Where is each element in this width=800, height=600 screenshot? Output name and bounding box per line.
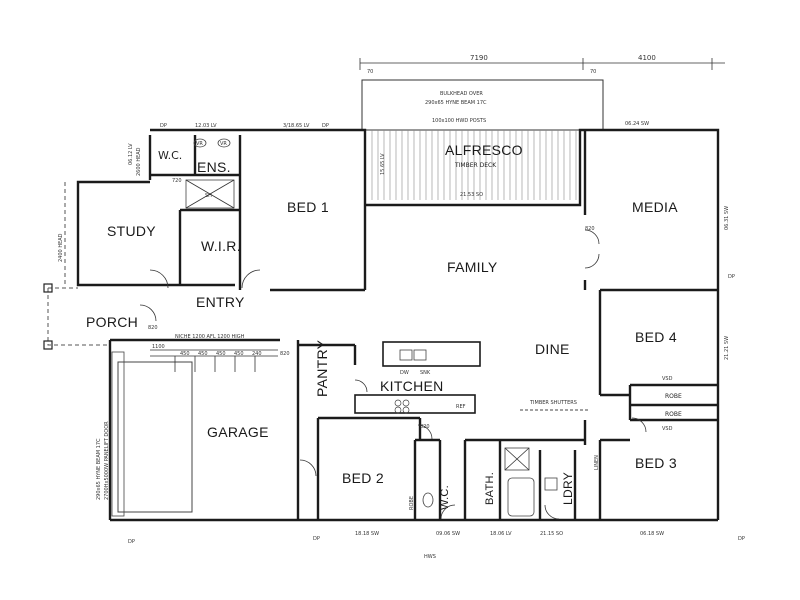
wc-head-label: 2600 HEAD xyxy=(136,147,142,176)
room-dine: DINE xyxy=(535,341,570,357)
interior-walls xyxy=(110,130,718,520)
window-dimensions: 12.03 LV 3/18.65 LV 06.24 SW 06.12 LV 15… xyxy=(128,121,730,537)
alfresco-label: ALFRESCO xyxy=(445,142,523,158)
dim-240: 240 xyxy=(252,351,262,357)
dim-820-media: 820 xyxy=(585,226,595,232)
alfresco-area: BULKHEAD OVER 290x65 HYNE BEAM 17C 100x1… xyxy=(361,79,604,200)
shower-label: SH xyxy=(205,193,212,199)
dim-1806: 18.06 LV xyxy=(490,531,512,537)
dp-6: DP xyxy=(738,536,745,542)
dishwasher-label: DW xyxy=(400,370,409,376)
room-wc-bottom: W.C. xyxy=(439,485,451,510)
dim-2115: 21.15 SO xyxy=(540,531,563,537)
dp-4: DP xyxy=(128,539,135,545)
sink-label: SNK xyxy=(420,370,431,376)
annotations: TIMBER SHUTTERS NICHE 1200 AFL 1200 HIGH… xyxy=(58,123,745,560)
dp-5: DP xyxy=(313,536,320,542)
robe-small-label: ROBE xyxy=(409,496,415,510)
niche-label: NICHE 1200 AFL 1200 HIGH xyxy=(175,334,245,340)
dim-4100: 4100 xyxy=(638,54,656,62)
dim-820-entry: 820 xyxy=(148,325,158,331)
dim-1565: 15.65 LV xyxy=(380,153,386,175)
room-bed2: BED 2 xyxy=(342,470,384,486)
room-media: MEDIA xyxy=(632,199,678,215)
dim-720: 720 xyxy=(172,178,182,184)
dim-820-hall: 820 xyxy=(420,424,430,430)
room-kitchen: KITCHEN xyxy=(380,378,444,394)
dim-0618: 06.18 SW xyxy=(640,531,664,537)
room-wc-top: W.C. xyxy=(158,149,182,162)
dim-450-a: 450 xyxy=(180,351,190,357)
timber-deck-hatching xyxy=(371,130,577,200)
room-bed4: BED 4 xyxy=(635,329,677,345)
dim-0906: 09.06 SW xyxy=(436,531,460,537)
dim-0624: 06.24 SW xyxy=(625,121,649,127)
dim-3-1865: 3/18.65 LV xyxy=(283,123,310,129)
dim-7190: 7190 xyxy=(470,54,488,62)
dim-2153: 21.53 SO xyxy=(460,192,483,198)
bulkhead-label: BULKHEAD OVER xyxy=(440,91,483,97)
dim-450-d: 450 xyxy=(234,351,244,357)
vsd-1: VSD xyxy=(662,376,673,382)
dim-70-right: 70 xyxy=(590,69,596,75)
room-porch: PORCH xyxy=(86,314,138,330)
garage-beam-label: 290x65 HYNE BEAM 17C xyxy=(96,438,102,500)
timber-shutters-label: TIMBER SHUTTERS xyxy=(529,400,577,406)
dim-1203: 12.03 LV xyxy=(195,123,217,129)
post-label: 100x100 HWD POSTS xyxy=(432,118,486,124)
door-swings xyxy=(139,229,647,520)
room-entry: ENTRY xyxy=(196,294,245,310)
timber-deck-label: TIMBER DECK xyxy=(454,162,497,169)
vanity-label-2: VR xyxy=(220,141,227,147)
room-bed3: BED 3 xyxy=(635,455,677,471)
porch-posts xyxy=(43,283,53,350)
dp-2: DP xyxy=(322,123,329,129)
room-labels: BED 1 MEDIA STUDY W.C. ENS. W.I.R. FAMIL… xyxy=(86,149,682,510)
room-wir: W.I.R. xyxy=(201,238,241,254)
room-study: STUDY xyxy=(107,223,156,239)
dp-3: DP xyxy=(728,274,735,280)
dim-1818: 18.18 SW xyxy=(355,531,379,537)
dim-0612: 06.12 LV xyxy=(128,143,134,165)
garage-car-outline xyxy=(111,349,278,517)
linen-label: LINEN xyxy=(594,455,600,470)
room-bath: BATH. xyxy=(484,472,496,505)
fridge-label: REF xyxy=(456,404,466,410)
robe-1: ROBE xyxy=(665,393,682,400)
dim-1100: 1100 xyxy=(152,344,165,350)
garage-door-label: 2700Hx5000W PANELIFT DOOR xyxy=(104,421,110,500)
room-bed1: BED 1 xyxy=(287,199,329,215)
dim-450-c: 450 xyxy=(216,351,226,357)
robe-2: ROBE xyxy=(665,411,682,418)
room-garage: GARAGE xyxy=(207,424,269,440)
room-pantry: PANTRY xyxy=(314,339,330,397)
dp-1: DP xyxy=(160,123,167,129)
fixtures: SH VR VR DW SNK REF xyxy=(185,138,590,517)
dim-820-pantry: 820 xyxy=(280,351,290,357)
top-dimension-line: 7190 4100 70 70 xyxy=(359,54,725,75)
study-head-label: 2400 HEAD xyxy=(58,233,64,262)
room-ldry: LDRY xyxy=(561,472,575,505)
vanity-label-1: VR xyxy=(196,141,203,147)
dim-2121: 21.21 SW xyxy=(724,336,730,360)
vsd-2: VSD xyxy=(662,426,673,432)
dim-450-b: 450 xyxy=(198,351,208,357)
hyne-beam-label: 290x65 HYNE BEAM 17C xyxy=(425,100,487,106)
room-family: FAMILY xyxy=(447,259,498,275)
dim-70-left: 70 xyxy=(367,69,373,75)
dim-0631: 06.31 SW xyxy=(724,206,730,230)
room-ens: ENS. xyxy=(197,159,231,175)
hws-label: HWS xyxy=(424,554,436,560)
